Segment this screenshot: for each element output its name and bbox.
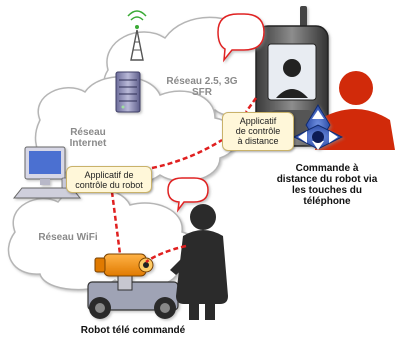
robot-icon [87,253,179,319]
label-internet-line1: Réseau [70,127,106,138]
link-internet-to-remote-app [151,138,223,170]
server-icon [115,71,141,113]
person-dark-icon [170,204,228,320]
label-command-line4: téléphone [303,196,351,207]
label-3g-network-operator: SFR [192,87,212,98]
dpad-icon [292,104,344,150]
label-wifi: Réseau WiFi [38,232,98,243]
speech-bubble-icon [167,177,209,213]
remote-control-app-box: Applicatif de contrôle à distance [222,112,294,151]
label-3g-network: Réseau 2.5, 3G SFR [150,76,254,98]
robot-app-line1: Applicatif de [84,170,134,180]
computer-icon [12,146,85,199]
antenna-tower-icon [127,10,147,61]
label-robot-caption: Robot télé commandé [80,325,186,336]
label-internet-line2: Internet [69,138,107,149]
link-robot-app-to-robot [110,191,122,255]
robot-control-app-box: Applicatif de contrôle du robot [66,166,152,193]
link-person-to-robot [145,244,187,264]
robot-app-line2: contrôle du robot [75,180,143,190]
label-command-line1: Commande à [295,163,359,174]
speech-bubble-icon [217,13,265,63]
remote-app-line1: Applicatif [239,116,277,126]
link-phone-to-remote-app [244,97,258,113]
label-command-line3: les touches du [291,185,362,196]
label-command-line2: distance du robot via [276,174,378,185]
label-command: Commande à distance du robot via les tou… [262,163,392,207]
remote-app-line3: à distance [237,136,279,146]
label-internet: Réseau Internet [62,127,114,149]
remote-app-line2: de contrôle [235,126,281,136]
label-3g-network-line1: Réseau 2.5, 3G [166,76,238,87]
